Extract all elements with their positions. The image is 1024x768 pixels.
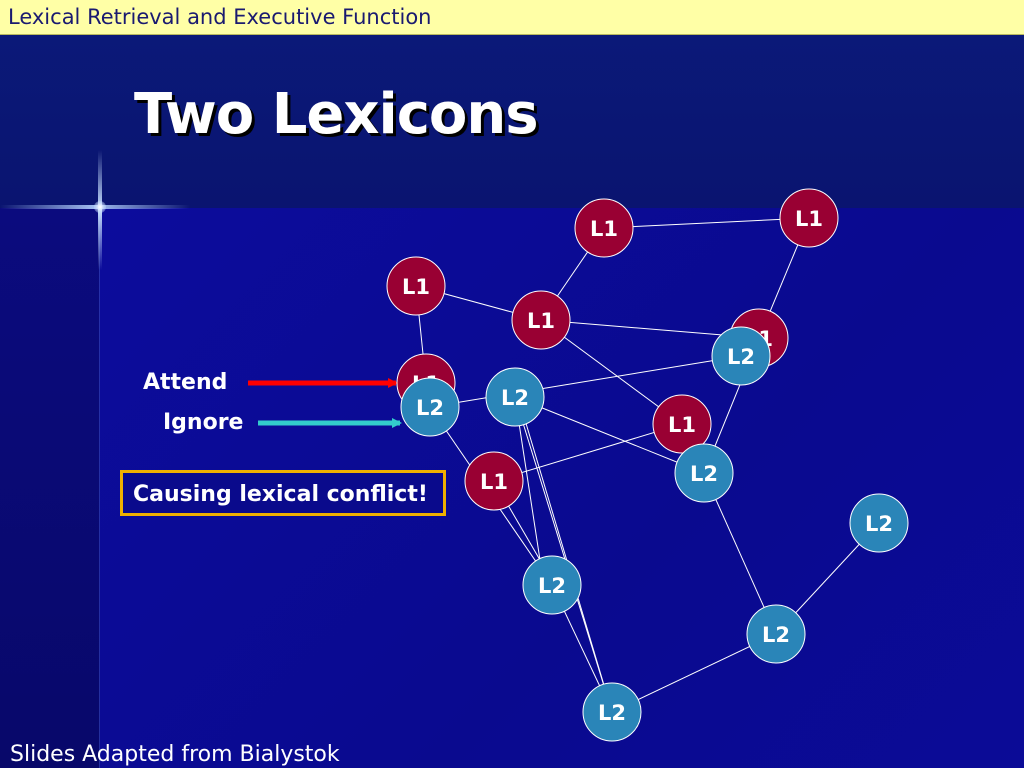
ignore-label: Ignore xyxy=(163,410,244,435)
l1-node: L1 xyxy=(779,188,839,248)
svg-text:L1: L1 xyxy=(668,413,696,437)
l2-node: L2 xyxy=(746,604,806,664)
svg-text:L2: L2 xyxy=(690,462,718,486)
svg-text:L2: L2 xyxy=(762,623,790,647)
svg-text:L1: L1 xyxy=(402,275,430,299)
l2-node: L2 xyxy=(674,443,734,503)
attend-label: Attend xyxy=(143,370,228,395)
divider-line xyxy=(99,208,100,768)
l1-node: L1 xyxy=(464,451,524,511)
svg-text:L2: L2 xyxy=(598,701,626,725)
svg-text:L2: L2 xyxy=(865,512,893,536)
edge xyxy=(514,396,613,713)
conflict-callout-box: Causing lexical conflict! xyxy=(120,470,446,516)
l2-node: L2 xyxy=(582,682,642,742)
svg-text:L2: L2 xyxy=(727,345,755,369)
header-title: Lexical Retrieval and Executive Function xyxy=(8,5,432,29)
l1-node: L1 xyxy=(652,394,712,454)
edge xyxy=(611,633,777,713)
svg-text:L2: L2 xyxy=(416,396,444,420)
light-flare-core xyxy=(94,201,106,213)
l2-node: L2 xyxy=(522,555,582,615)
left-background-strip xyxy=(0,208,100,768)
svg-text:L1: L1 xyxy=(480,470,508,494)
edge xyxy=(493,423,683,482)
l1-node: L1 xyxy=(574,198,634,258)
svg-text:L2: L2 xyxy=(538,574,566,598)
conflict-callout-text: Causing lexical conflict! xyxy=(133,482,428,507)
svg-text:L1: L1 xyxy=(795,207,823,231)
header-bar: Lexical Retrieval and Executive Function xyxy=(0,0,1024,35)
edge xyxy=(429,355,742,408)
l2-node: L2 xyxy=(711,326,771,386)
l1-node: L1 xyxy=(386,256,446,316)
l2-node: L2 xyxy=(849,493,909,553)
l2-node: L2 xyxy=(400,377,460,437)
edge xyxy=(603,217,810,229)
footer-credit: Slides Adapted from Bialystok xyxy=(10,742,340,767)
l2-node: L2 xyxy=(485,367,545,427)
slide-title: Two Lexicons xyxy=(134,82,539,147)
svg-text:L2: L2 xyxy=(501,386,529,410)
l1-node: L1 xyxy=(511,290,571,350)
svg-text:L1: L1 xyxy=(527,309,555,333)
svg-text:L1: L1 xyxy=(590,217,618,241)
edge xyxy=(514,396,705,474)
